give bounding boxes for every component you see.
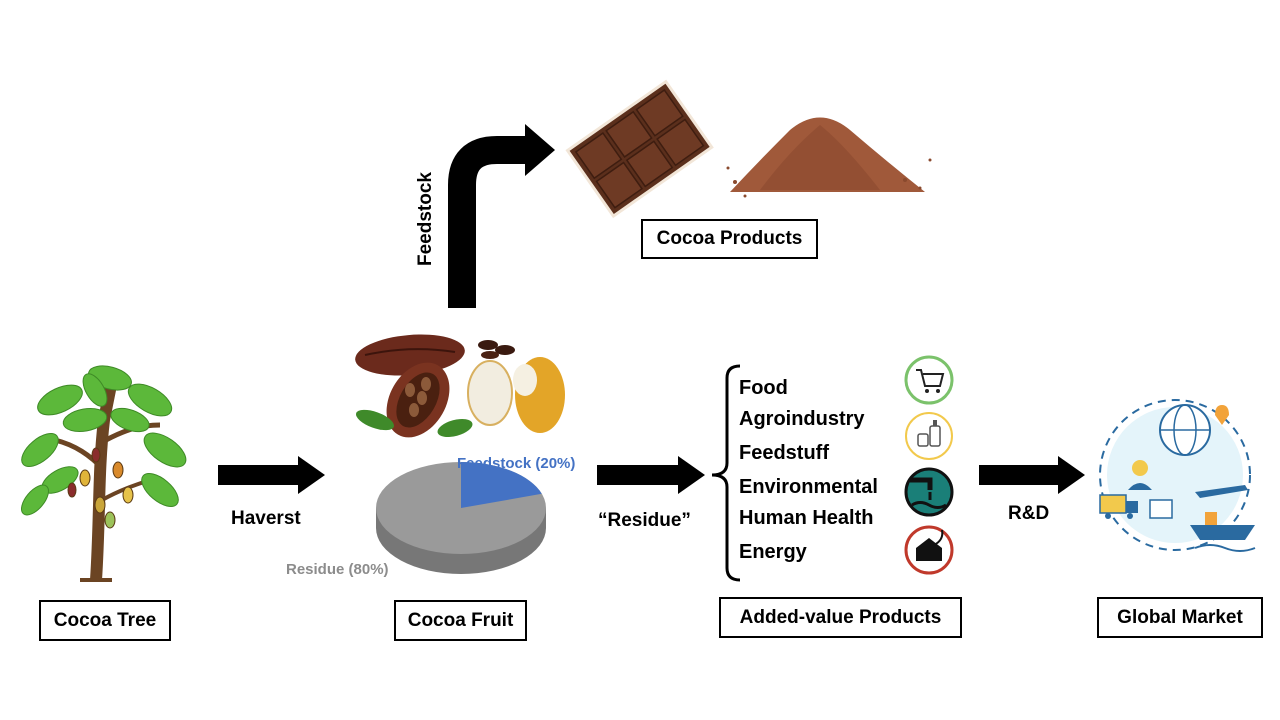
cocoa-fruit-image: [355, 334, 565, 438]
cocoa-powder-image: [726, 117, 932, 198]
category-human-health: Human Health: [739, 507, 874, 529]
harvest-label: Haverst: [231, 508, 301, 529]
arrow-feedstock-up: [448, 124, 555, 308]
category-food: Food: [739, 377, 788, 399]
arrow-residue: [597, 456, 705, 494]
global-market-illustration: [1099, 399, 1256, 552]
feedstock-arrow-label: Feedstock: [415, 172, 436, 266]
arrow-rd: [979, 456, 1085, 494]
pie-label-residue: Residue (80%): [286, 561, 389, 578]
cart-icon: [904, 355, 954, 405]
pie-chart: [376, 462, 546, 574]
chocolate-bar-image: [565, 79, 714, 219]
bottles-icon: [905, 412, 953, 460]
category-feedstuff: Feedstuff: [739, 442, 829, 464]
global-market-box: Global Market: [1097, 597, 1263, 638]
biomass-energy-icon: [904, 525, 954, 575]
category-energy: Energy: [739, 541, 807, 563]
pie-label-feedstock: Feedstock (20%): [457, 455, 576, 472]
pie-slice-feedstock: [461, 462, 542, 508]
arrow-harvest: [218, 456, 325, 494]
cocoa-tree-box: Cocoa Tree: [39, 600, 171, 641]
added-value-products-box: Added-value Products: [719, 597, 962, 638]
category-bracket: [711, 364, 741, 582]
wastewater-icon: [904, 467, 954, 517]
cocoa-tree-illustration: [21, 365, 187, 582]
residue-arrow-label: “Residue”: [598, 510, 691, 531]
cocoa-fruit-box: Cocoa Fruit: [394, 600, 527, 641]
cocoa-products-box: Cocoa Products: [641, 219, 818, 259]
category-agroindustry: Agroindustry: [739, 408, 865, 430]
rd-label: R&D: [1008, 503, 1050, 524]
category-environmental: Environmental: [739, 476, 878, 498]
